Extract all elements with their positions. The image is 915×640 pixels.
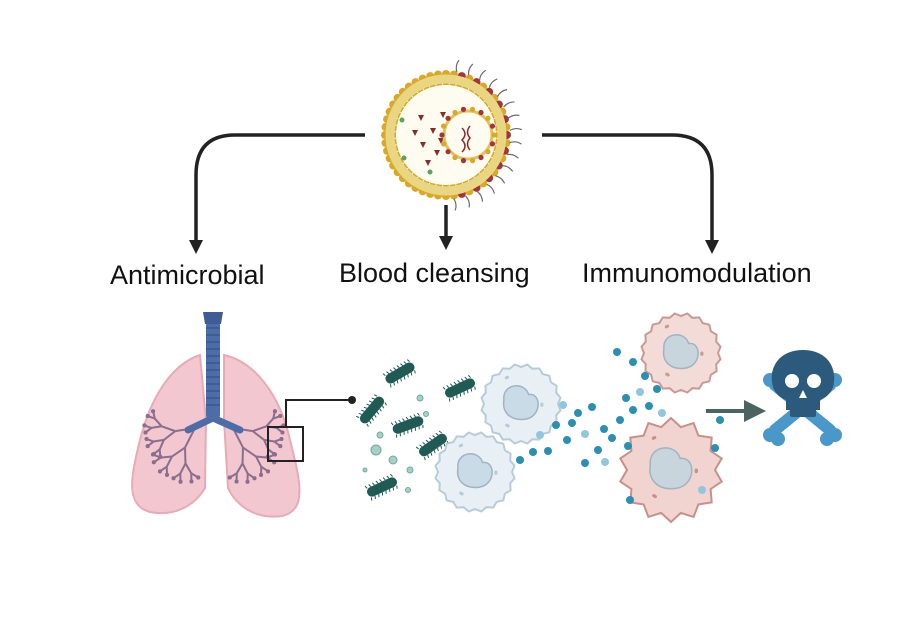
arrow-to-antimicrobial: [189, 133, 365, 254]
spores-icon: [362, 394, 429, 493]
liposome-nanoparticle-icon: [381, 59, 523, 211]
inflamed-cell-icon: [640, 312, 722, 394]
immune-cell-icon: [480, 363, 562, 445]
bacteria-icon: [356, 359, 476, 501]
blood-cleansing-label: Blood cleansing: [339, 258, 530, 288]
cytokine-dots-icon: [516, 348, 724, 504]
antimicrobial-label: Antimicrobial: [110, 260, 265, 290]
arrow-to-immunomodulation: [542, 133, 719, 254]
immunomodulation-label: Immunomodulation: [582, 258, 812, 288]
inflamed-cell-icon: [618, 416, 724, 524]
lungs-icon: [131, 312, 356, 518]
immune-cell-icon: [434, 431, 516, 513]
toxicity-arrow: [706, 400, 766, 422]
arrow-to-blood-cleansing: [439, 205, 453, 250]
skull-crossbones-icon: [763, 350, 842, 446]
